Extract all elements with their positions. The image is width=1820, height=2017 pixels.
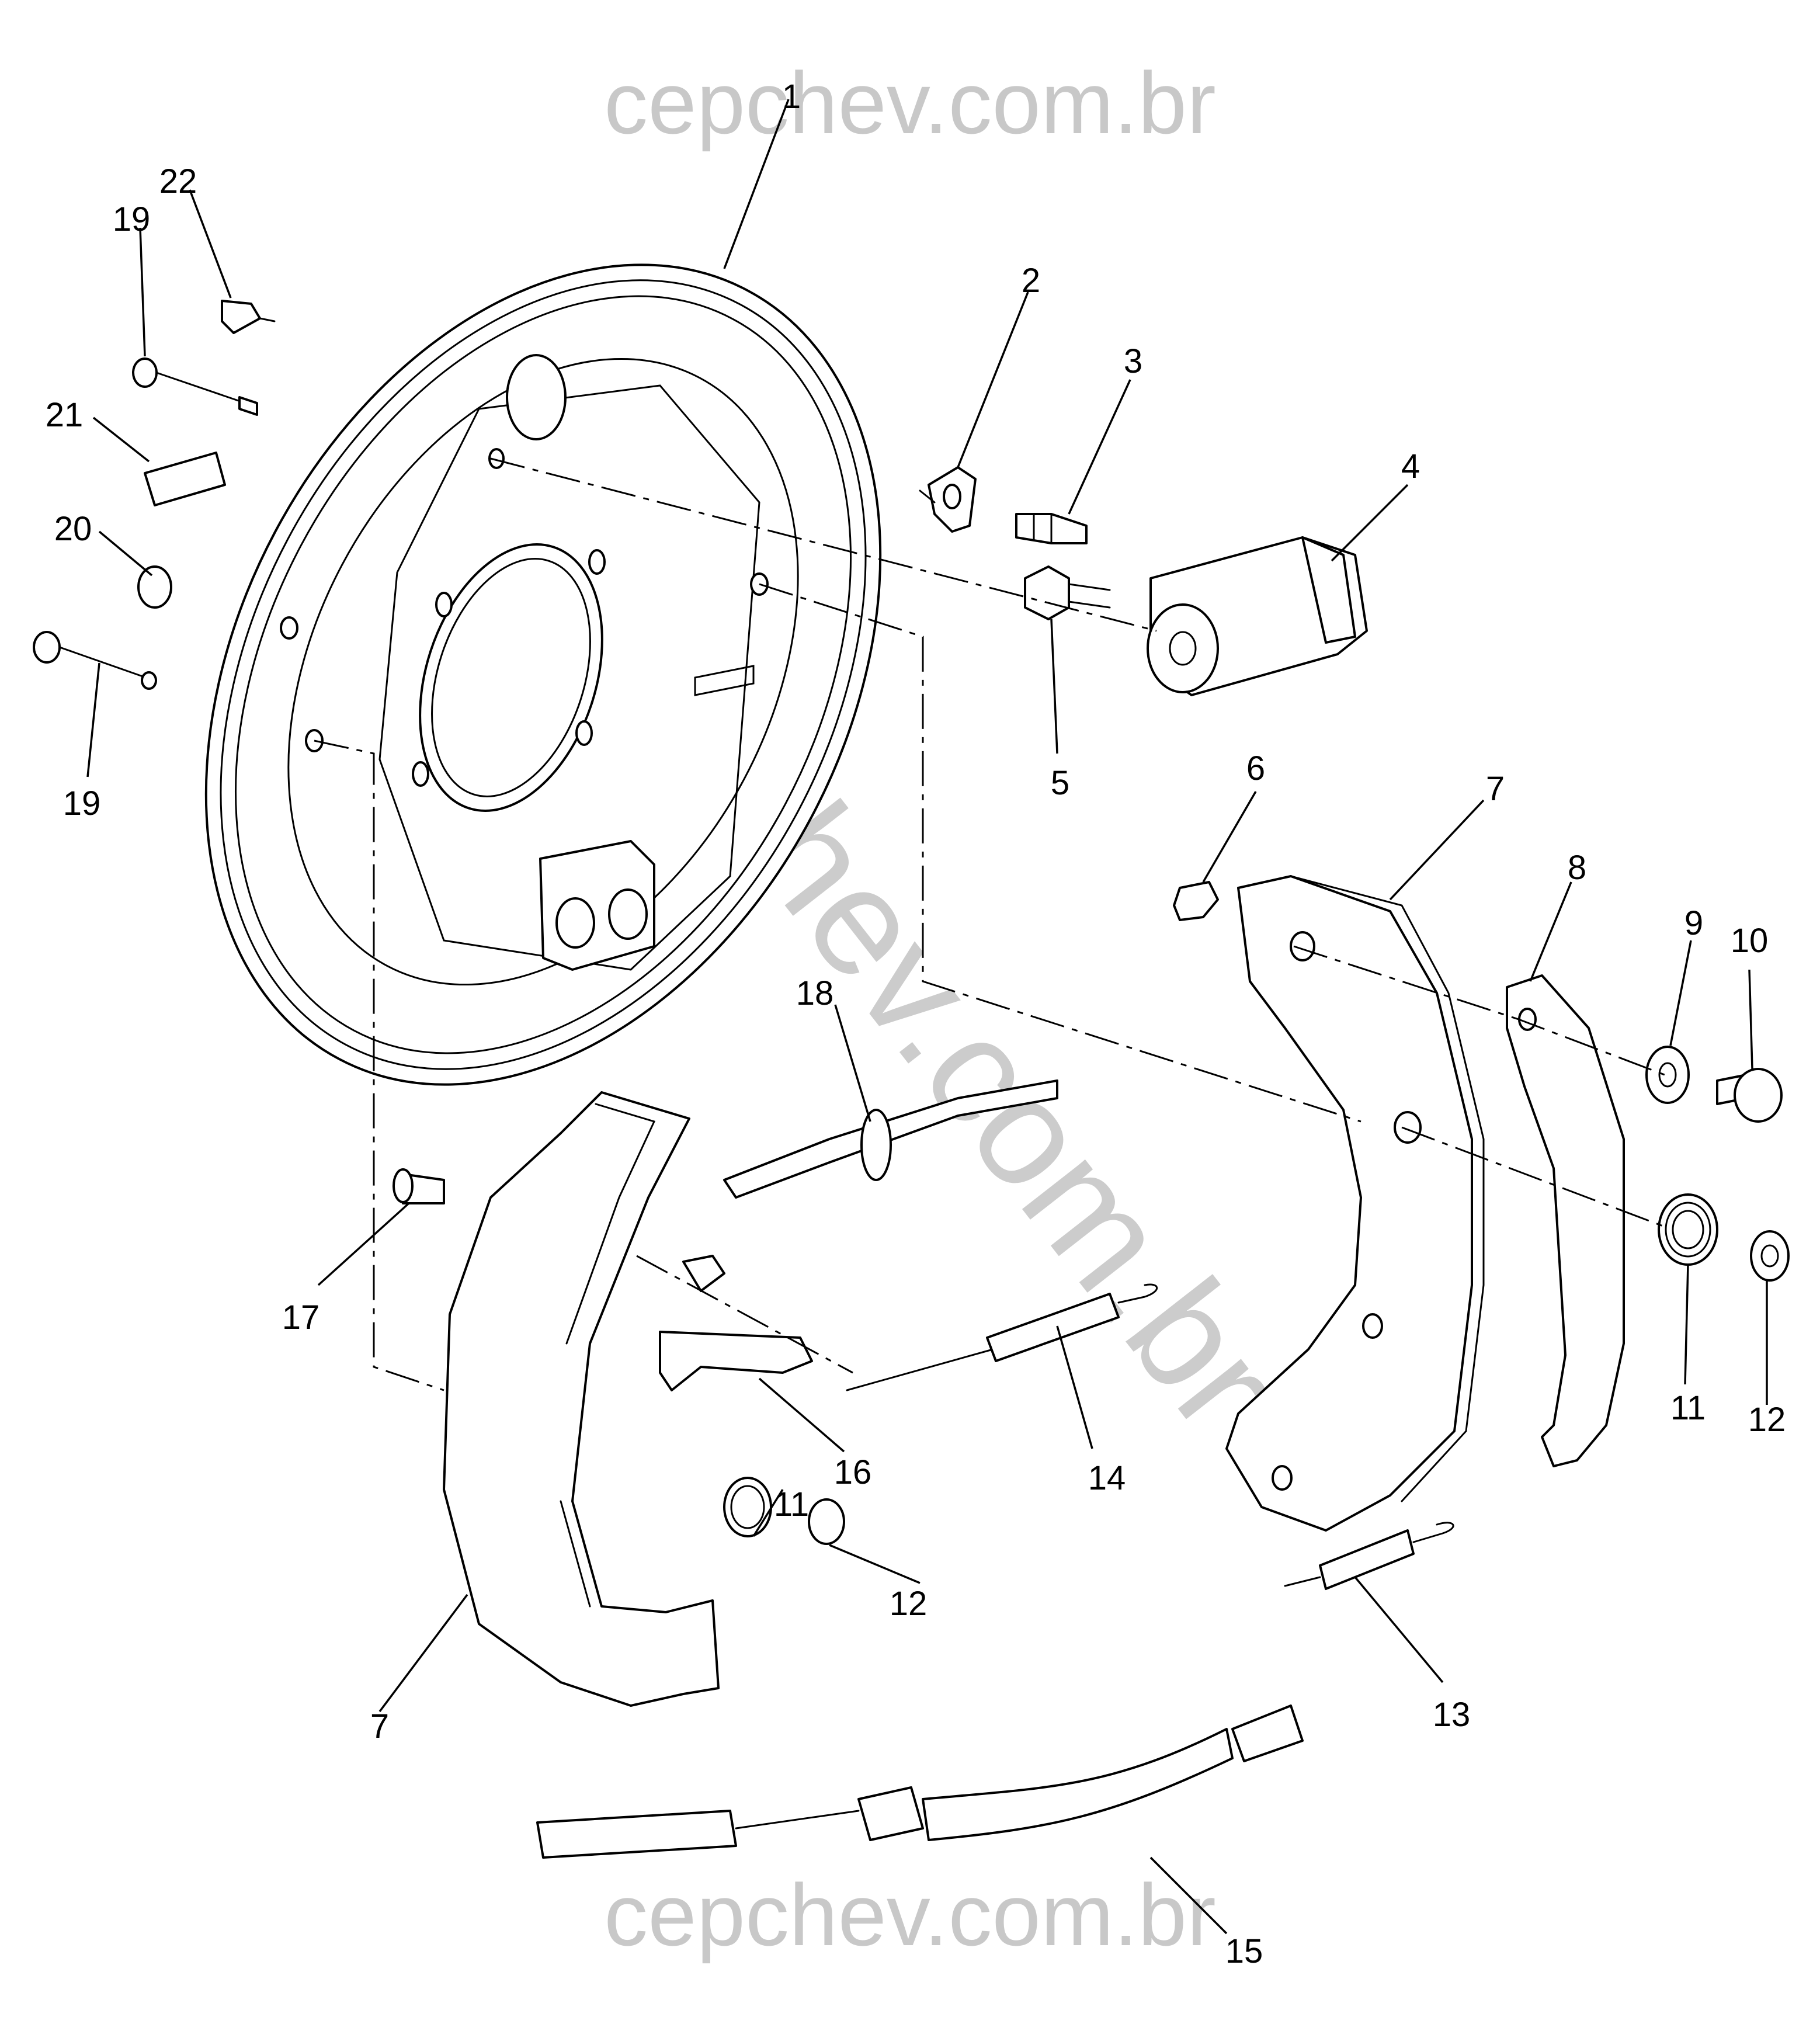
leader-lines: [86, 99, 1768, 1935]
hold-down-pin-lower: [33, 631, 157, 690]
callout-14: 14: [1088, 1459, 1126, 1497]
callout-17: 17: [282, 1299, 320, 1336]
hold-down-spring-left: [723, 1477, 772, 1537]
hold-down-cap-right: [1750, 1230, 1790, 1282]
callout-2: 2: [1022, 262, 1040, 300]
callout-13: 13: [1433, 1696, 1471, 1734]
callout-10: 10: [1731, 922, 1769, 960]
callout-16: 16: [834, 1453, 872, 1491]
grommet: [144, 452, 226, 506]
callout-6: 6: [1246, 749, 1265, 787]
left-brake-shoe: [443, 1091, 720, 1707]
callout-11-left: 11: [774, 1485, 809, 1523]
parking-brake-cable: [536, 1704, 1304, 1859]
upper-return-spring: [846, 1283, 1158, 1391]
adjuster-clip: [1173, 881, 1219, 921]
hold-down-cap-left: [808, 1498, 845, 1545]
lower-return-spring: [1284, 1522, 1454, 1590]
bleeder-valve: [1015, 513, 1088, 544]
callout-3: 3: [1124, 342, 1142, 380]
callout-18: 18: [796, 974, 834, 1012]
callout-1: 1: [782, 78, 801, 116]
callout-8: 8: [1568, 849, 1586, 887]
callout-12-right: 12: [1748, 1401, 1786, 1439]
callout-19-upper: 19: [113, 200, 151, 238]
bleeder-clip: [919, 466, 977, 533]
hold-down-spring-right: [1658, 1193, 1718, 1266]
callout-11-right: 11: [1670, 1389, 1706, 1427]
callout-5: 5: [1051, 764, 1069, 802]
hold-down-pin-upper: [132, 357, 258, 416]
wheel-cylinder: [1147, 536, 1368, 696]
cylinder-bolt: [1024, 565, 1111, 620]
callout-4: 4: [1401, 447, 1420, 485]
callout-21: 21: [46, 396, 84, 434]
callout-9: 9: [1684, 904, 1703, 942]
callout-20: 20: [54, 510, 92, 548]
adjuster-bracket: [659, 1255, 813, 1391]
watermark-bottom: cepchev.com.br: [604, 1866, 1216, 1964]
center-lines: [314, 457, 1665, 1391]
pivot-pin: [1716, 1068, 1783, 1123]
anchor-bushing: [393, 1168, 445, 1204]
washer: [1645, 1046, 1690, 1104]
star-adjuster: [723, 1079, 1058, 1199]
park-brake-lever: [1506, 974, 1625, 1467]
callout-12-left: 12: [890, 1585, 928, 1623]
callout-19-lower: 19: [63, 784, 101, 822]
plug: [137, 565, 172, 609]
bleeder-screw-22: [221, 300, 276, 334]
callout-7-right: 7: [1486, 770, 1505, 808]
callout-15: 15: [1225, 1932, 1263, 1970]
callout-7-left: 7: [370, 1707, 389, 1745]
watermark-top: cepchev.com.br: [604, 54, 1216, 152]
right-brake-shoe: [1225, 875, 1485, 1532]
callout-labels: 1 2 3 4 5 6 7 8 9 10 11 12 11 12 13 14 1…: [46, 78, 1786, 1970]
callout-22: 22: [159, 162, 197, 200]
